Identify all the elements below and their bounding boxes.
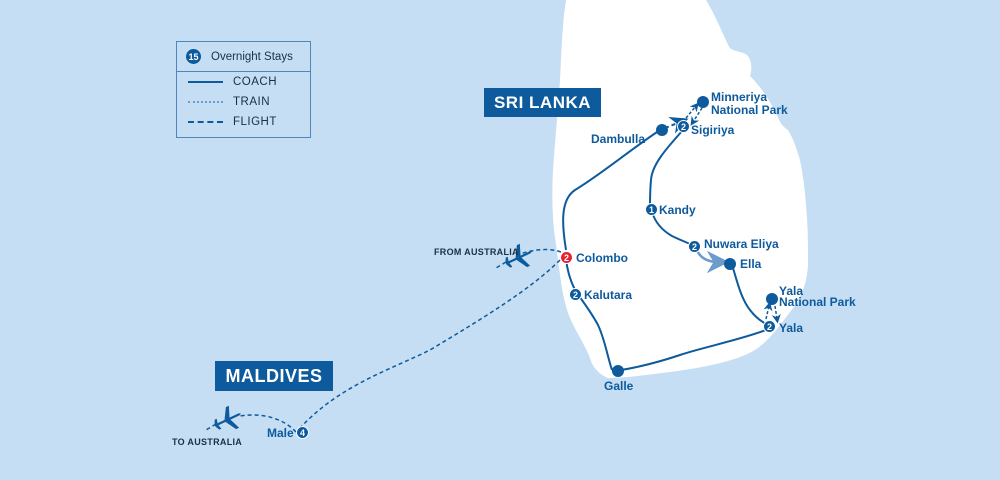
legend-header: 15 Overnight Stays <box>177 42 310 72</box>
coach-route <box>562 129 661 251</box>
to-australia-note: TO AUSTRALIA <box>172 437 243 447</box>
place-dambulla: Dambulla <box>591 132 646 146</box>
stay-badge-yala: 2 <box>763 320 776 333</box>
dot-yala-national-park <box>766 293 778 305</box>
place-galle: Galle <box>604 379 634 393</box>
dot-minneriya <box>697 96 709 108</box>
legend: 15 Overnight Stays COACH TRAIN FLIGHT <box>176 41 311 138</box>
overnight-stays-badge: 15 <box>186 49 201 64</box>
place-yala-np-line2: National Park <box>779 295 856 309</box>
region-label-sri-lanka: SRI LANKA <box>484 88 601 117</box>
overnight-stays-label: Overnight Stays <box>211 50 293 63</box>
place-yala-np-line1: Yala <box>779 284 804 298</box>
place-nuwara-eliya: Nuwara Eliya <box>704 237 779 251</box>
plane-icon-from <box>505 243 532 268</box>
flight-route <box>519 248 562 255</box>
plane-icon-to <box>214 405 241 430</box>
flight-line-icon <box>188 121 223 123</box>
legend-label: FLIGHT <box>233 116 277 128</box>
legend-label: TRAIN <box>233 96 270 108</box>
train-line-icon <box>188 101 223 103</box>
stay-badge-colombo: 2 <box>560 251 573 264</box>
place-kalutara: Kalutara <box>584 288 633 302</box>
stay-badge-nuwara-eliya: 2 <box>688 240 701 253</box>
legend-item-train: TRAIN <box>177 92 310 112</box>
place-minneriya-line1: Minneriya <box>711 90 768 104</box>
place-colombo: Colombo <box>576 251 628 265</box>
place-ella: Ella <box>740 257 762 271</box>
from-australia-note: FROM AUSTRALIA <box>434 247 519 257</box>
stay-badge-kandy: 1 <box>645 203 658 216</box>
place-male: Male <box>267 426 294 440</box>
region-label-maldives: MALDIVES <box>215 361 333 391</box>
legend-item-coach: COACH <box>177 72 310 92</box>
sri-lanka-landmass <box>552 0 808 378</box>
dot-ella <box>724 258 736 270</box>
place-kandy: Kandy <box>659 203 696 217</box>
stay-badge-sigiriya: 2 <box>677 120 690 133</box>
legend-item-flight: FLIGHT <box>177 112 310 132</box>
place-minneriya-line2: National Park <box>711 103 788 117</box>
place-sigiriya: Sigiriya <box>691 123 735 137</box>
place-yala: Yala <box>779 321 804 335</box>
stay-badge-male: 4 <box>296 426 309 439</box>
coach-line-icon <box>188 81 223 83</box>
dot-galle <box>612 365 624 377</box>
dot-dambulla <box>656 124 668 136</box>
stay-badge-kalutara: 2 <box>569 288 582 301</box>
legend-label: COACH <box>233 76 278 88</box>
